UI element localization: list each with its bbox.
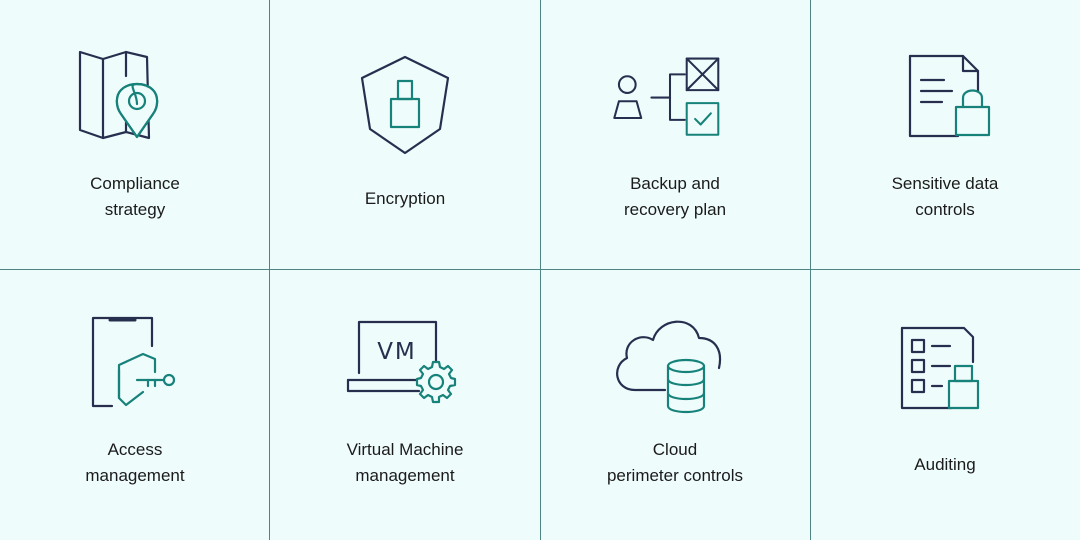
- label-line: perimeter controls: [606, 466, 744, 485]
- label-line: Virtual Machine: [346, 440, 464, 459]
- database-icon: [666, 358, 706, 414]
- label-line: Encryption: [364, 189, 446, 208]
- label-line: Compliance: [90, 174, 180, 193]
- label-line: Cloud: [652, 440, 698, 459]
- label-line: Backup and: [630, 174, 720, 193]
- label-line: strategy: [104, 200, 166, 219]
- cell-label: Cloud perimeter controls: [540, 437, 810, 489]
- label-line: management: [355, 466, 455, 485]
- divider: [810, 0, 811, 540]
- document-lock-icon: [880, 45, 1010, 165]
- cell-access-management: Access management: [0, 270, 270, 540]
- label-line: management: [85, 466, 185, 485]
- user-choice-icon: [605, 45, 735, 165]
- vm-text: VM: [377, 339, 417, 365]
- cell-label: Virtual Machine management: [270, 437, 540, 489]
- cell-label: Sensitive data controls: [810, 171, 1080, 223]
- cell-sensitive-data: Sensitive data controls: [810, 0, 1080, 270]
- label-line: Sensitive data: [891, 174, 999, 193]
- checklist-lock-icon: [875, 318, 1005, 438]
- phone-shield-key-icon: [63, 310, 193, 430]
- label-line: controls: [915, 200, 975, 219]
- label-line: recovery plan: [623, 200, 727, 219]
- vm-gear-icon: VM: [335, 310, 465, 430]
- cell-label: Access management: [0, 437, 270, 489]
- label-line: Access: [107, 440, 163, 459]
- cell-compliance-strategy: Compliance strategy: [0, 0, 270, 270]
- cell-label: Compliance strategy: [0, 171, 270, 223]
- cell-vm-management: VM Virtual Machine management: [270, 270, 540, 540]
- cloud-database-icon: [605, 310, 735, 430]
- label-line: Auditing: [914, 455, 976, 474]
- shield-lock-icon: [340, 45, 470, 165]
- cell-auditing: Auditing: [810, 270, 1080, 540]
- map-pin-icon: [63, 40, 193, 160]
- cell-label: Backup and recovery plan: [540, 171, 810, 223]
- cell-backup-recovery: Backup and recovery plan: [540, 0, 810, 270]
- cell-label: Encryption: [270, 186, 540, 212]
- cell-encryption: Encryption: [270, 0, 540, 270]
- divider: [269, 0, 270, 540]
- divider: [0, 269, 1080, 270]
- cell-label: Auditing: [810, 452, 1080, 478]
- cell-cloud-perimeter: Cloud perimeter controls: [540, 270, 810, 540]
- gear-icon: [415, 360, 457, 404]
- divider: [540, 0, 541, 540]
